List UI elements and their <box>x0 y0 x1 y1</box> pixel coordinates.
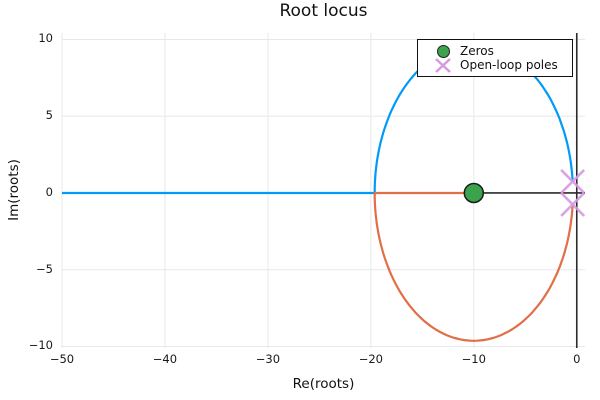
legend-marker-cell <box>426 57 460 73</box>
legend-item-open-loop-poles: Open-loop poles <box>426 57 572 73</box>
zero-marker <box>463 182 485 204</box>
open-loop-pole-marker <box>560 192 586 217</box>
legend-item-zeros: Zeros <box>426 44 572 58</box>
x-tick-label: −30 <box>255 352 281 366</box>
legend: Zeros Open-loop poles <box>417 39 573 77</box>
legend-marker-cell <box>426 44 460 58</box>
open-loop-pole-marker <box>560 169 586 194</box>
x-axis-label: Re(roots) <box>292 376 355 392</box>
y-tick-label: 0 <box>45 184 53 199</box>
y-tick-label: −5 <box>36 261 53 276</box>
pole-x-marker-icon <box>435 57 451 73</box>
y-tick-label: 5 <box>45 108 53 123</box>
legend-label: Zeros <box>460 44 494 58</box>
x-tick-label: −20 <box>358 352 383 366</box>
zero-marker-icon <box>436 44 450 58</box>
y-tick-label: −10 <box>28 338 53 353</box>
y-tick-label: 10 <box>38 31 53 46</box>
x-tick-label: −40 <box>152 352 178 366</box>
x-tick-label: −10 <box>461 352 486 366</box>
x-tick-label: −50 <box>49 352 75 366</box>
chart-title: Root locus <box>279 1 368 21</box>
locus-branch-2-line <box>373 191 574 342</box>
x-tick-label: 0 <box>573 352 581 366</box>
legend-label: Open-loop poles <box>460 58 558 72</box>
